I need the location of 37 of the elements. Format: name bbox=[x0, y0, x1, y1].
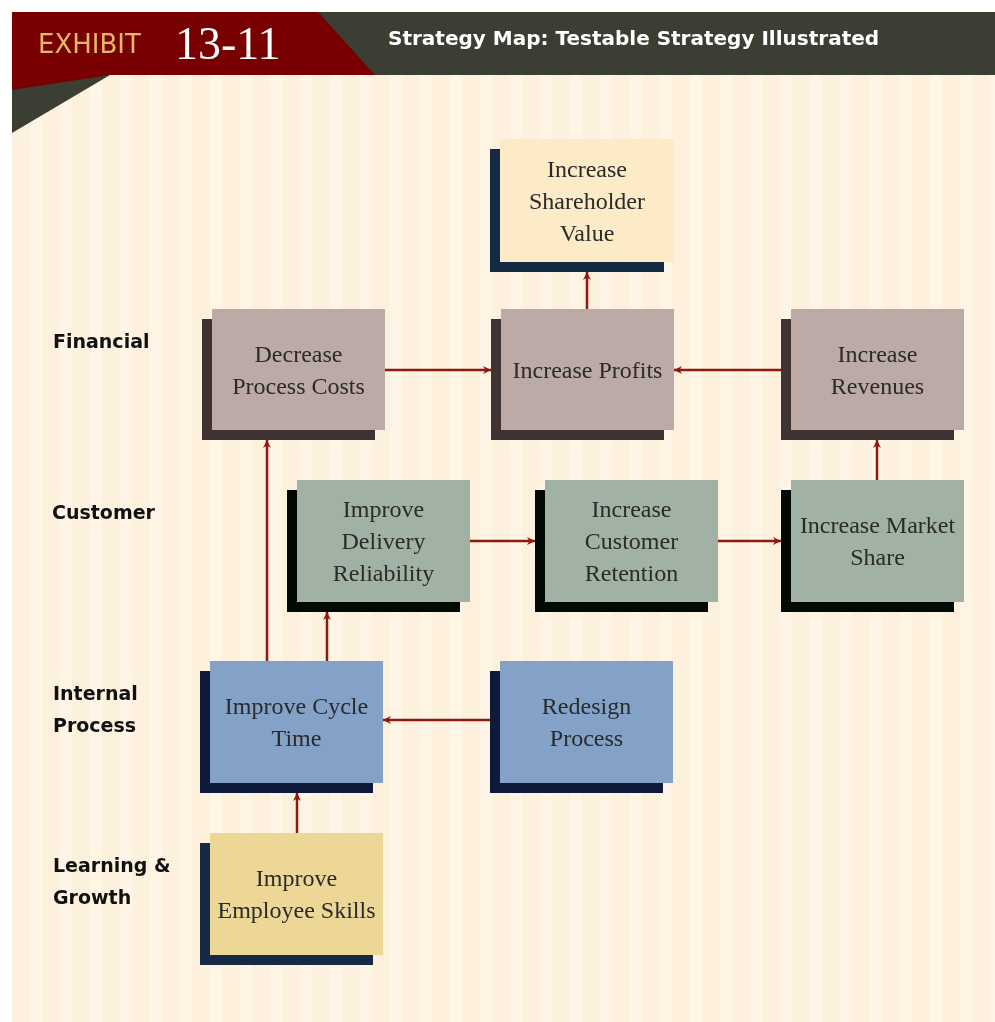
arrow bbox=[385, 366, 491, 374]
arrow bbox=[383, 716, 490, 724]
exhibit-label: EXHIBIT bbox=[38, 28, 141, 61]
row-label: Customer bbox=[52, 500, 155, 525]
arrow bbox=[293, 793, 301, 833]
arrow bbox=[718, 537, 781, 545]
row-label: Learning & Growth bbox=[53, 853, 172, 910]
row-label: Financial bbox=[53, 329, 150, 354]
objective-box bbox=[202, 309, 385, 440]
objective-box bbox=[535, 480, 718, 612]
objective-text: Improve Cycle Time bbox=[223, 692, 370, 753]
title: Strategy Map: Testable Strategy Illustrated bbox=[388, 26, 880, 50]
objective-text: Decrease Process Costs bbox=[231, 339, 366, 401]
objective-box bbox=[287, 480, 470, 612]
objective-text: Increase Market Share bbox=[798, 511, 957, 572]
exhibit-number: 13-11 bbox=[175, 17, 281, 71]
objective-text: Increase Customer Retention bbox=[583, 495, 680, 588]
objective-box bbox=[200, 833, 383, 965]
arrow bbox=[674, 366, 781, 374]
objective-text: Redesign Process bbox=[540, 692, 633, 753]
arrow bbox=[263, 440, 271, 661]
objective-box bbox=[200, 661, 383, 793]
objective-box bbox=[781, 309, 964, 440]
arrow bbox=[323, 612, 331, 661]
arrow bbox=[583, 272, 591, 309]
arrow bbox=[873, 440, 881, 480]
objective-text: Increase Revenues bbox=[829, 339, 926, 401]
row-label: Internal Process bbox=[53, 681, 139, 738]
arrow bbox=[470, 537, 535, 545]
objective-box bbox=[490, 661, 673, 793]
objective-box bbox=[490, 139, 674, 272]
objective-text: Increase Profits bbox=[511, 355, 664, 385]
objective-text: Improve Employee Skills bbox=[216, 864, 377, 925]
objective-box bbox=[781, 480, 964, 612]
objective-box bbox=[491, 309, 674, 440]
objective-text: Improve Delivery Reliability bbox=[331, 495, 436, 588]
objective-text: Increase Shareholder Value bbox=[528, 154, 646, 248]
